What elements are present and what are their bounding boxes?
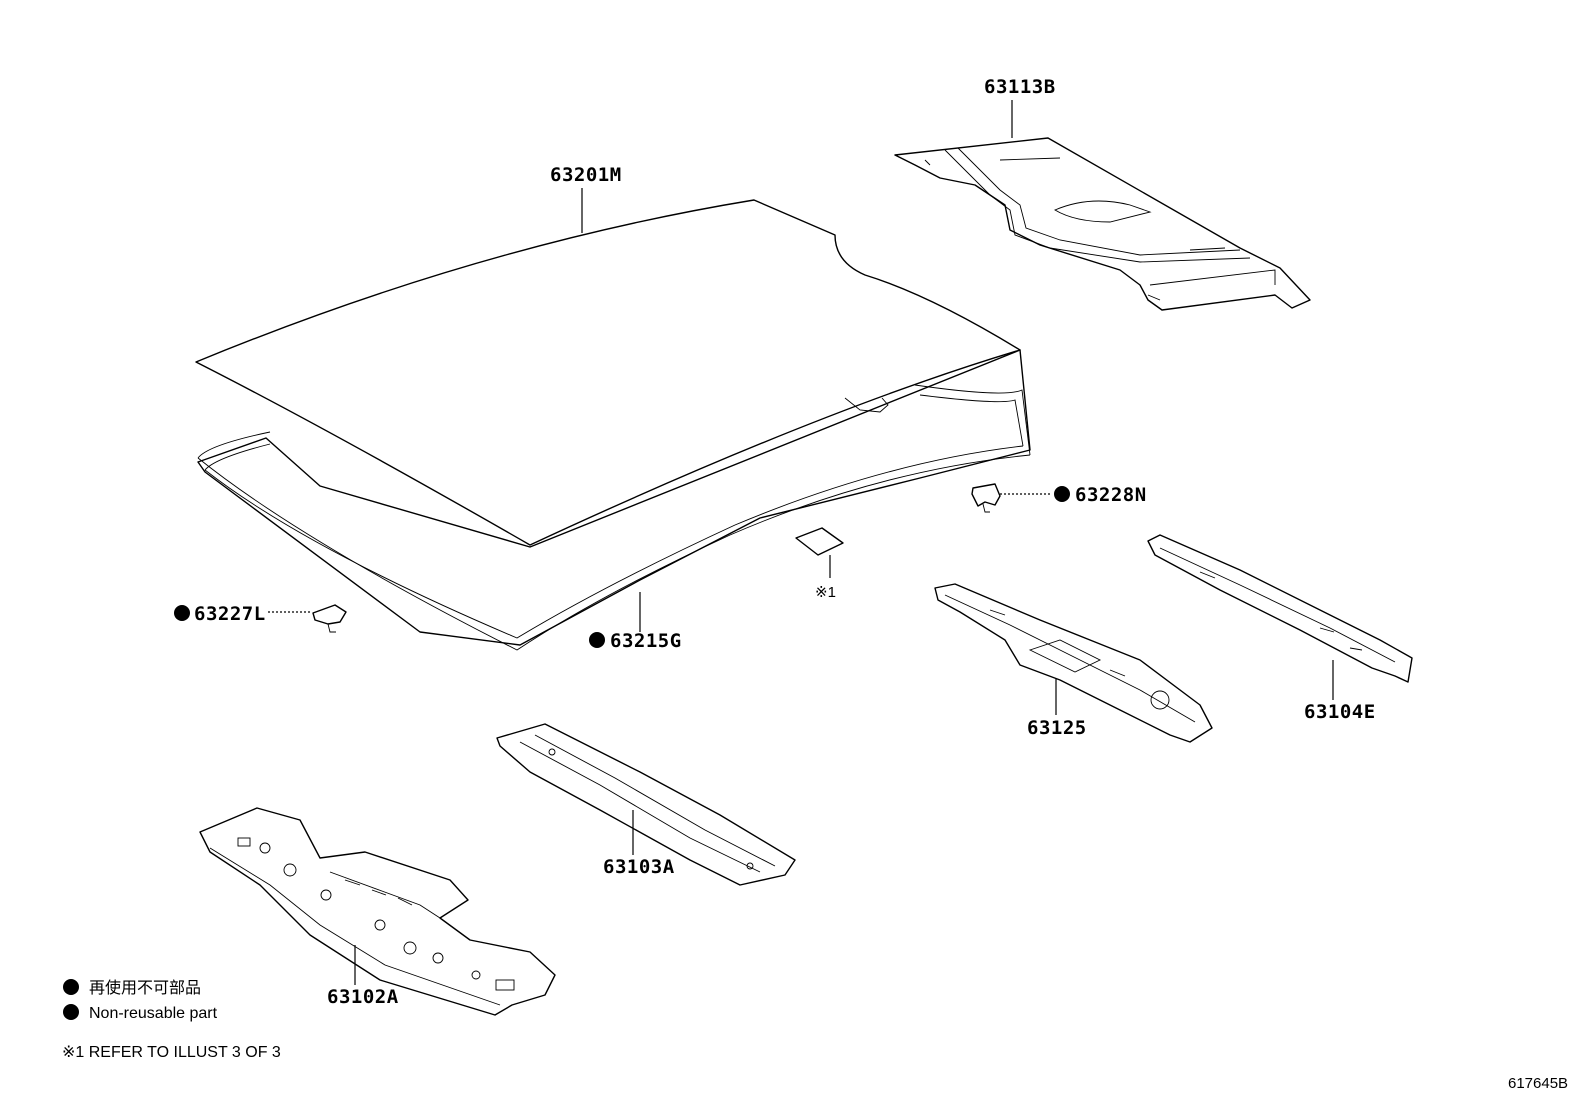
label-63215g[interactable]: 63215G: [610, 630, 682, 652]
part-63125-drawing: [934, 583, 1213, 743]
part-63201m-drawing: [195, 199, 1021, 546]
legend-dot-jp: [63, 979, 79, 995]
label-63102a[interactable]: 63102A: [327, 986, 399, 1008]
label-63125[interactable]: 63125: [1027, 717, 1087, 739]
part-63113b-drawing: [894, 137, 1311, 311]
label-63227l[interactable]: 63227L: [194, 603, 266, 625]
legend-ref-note: ※1 REFER TO ILLUST 3 OF 3: [62, 1044, 281, 1061]
label-ref1[interactable]: ※1: [815, 584, 836, 601]
label-63103a[interactable]: 63103A: [603, 856, 675, 878]
legend-en: Non-reusable part: [89, 1005, 218, 1022]
label-63201m[interactable]: 63201M: [550, 164, 622, 186]
part-63102a-drawing: [199, 807, 556, 1016]
part-63227l-drawing: [312, 604, 347, 633]
label-63104e[interactable]: 63104E: [1304, 701, 1376, 723]
non-reusable-mark-63215g: [589, 632, 605, 648]
part-63104e-drawing: [1147, 534, 1413, 683]
label-63228n[interactable]: 63228N: [1075, 484, 1147, 506]
part-63228n-drawing: [971, 483, 1001, 513]
legend: 再使用不可部品 Non-reusable part ※1 REFER TO IL…: [62, 978, 281, 1061]
part-63215g-drawing: [197, 349, 1031, 651]
legend-jp: 再使用不可部品: [89, 978, 201, 997]
legend-dot-en: [63, 1004, 79, 1020]
non-reusable-mark-63227l: [174, 605, 190, 621]
label-63113b[interactable]: 63113B: [984, 76, 1056, 98]
part-63103a-drawing: [496, 723, 796, 886]
illustration-code: 617645B: [1508, 1075, 1568, 1092]
non-reusable-mark-63228n: [1054, 486, 1070, 502]
part-ref1-drawing: [795, 527, 844, 556]
